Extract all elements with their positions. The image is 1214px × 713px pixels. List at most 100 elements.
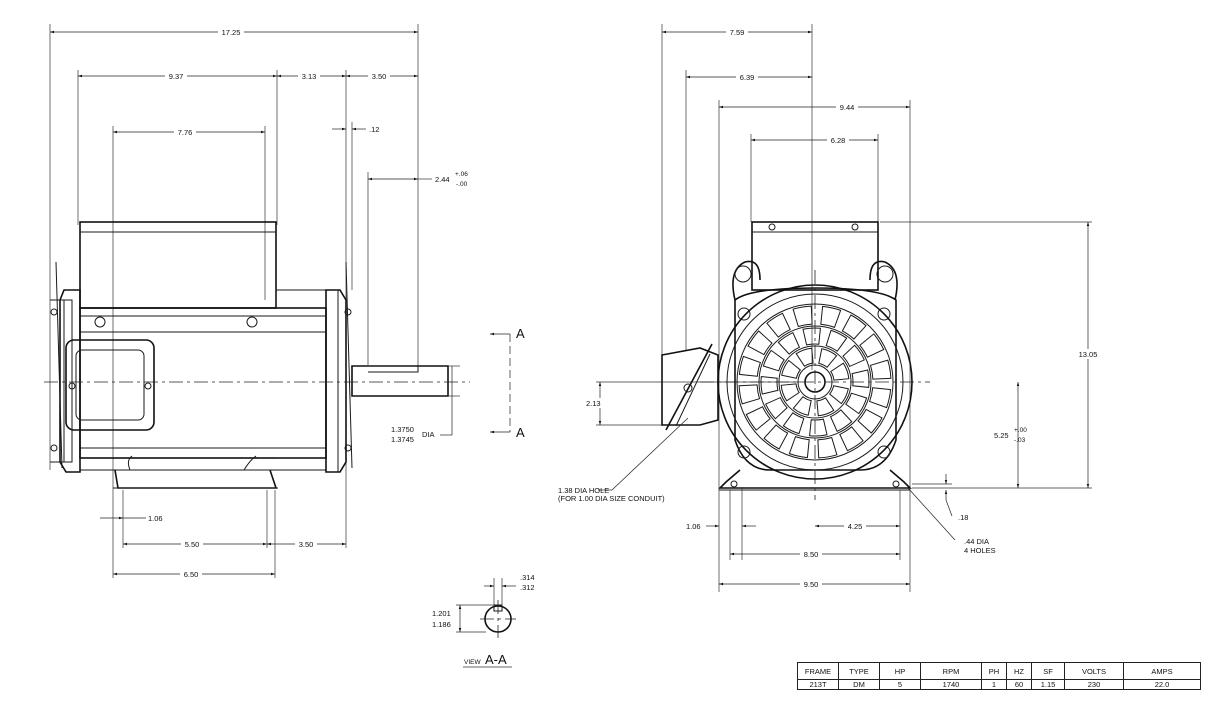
vent-slot	[788, 435, 810, 459]
dim-foot-to-shoulder: 3.50	[299, 540, 314, 549]
view-title-section: A-A	[485, 652, 507, 667]
vent-slot	[780, 383, 800, 402]
side-view: 17.25 9.37 3.13 3.50 7.76 .12 2.44 +.06 …	[44, 24, 525, 579]
spec-header-frame: FRAME	[797, 662, 839, 680]
vent-slot	[828, 385, 849, 405]
vent-slot	[818, 348, 838, 369]
spec-header-amps: AMPS	[1123, 662, 1201, 680]
vent-slot	[745, 406, 771, 431]
vent-slot	[809, 418, 828, 437]
shaft-dia-min: 1.3745	[391, 435, 414, 444]
spec-value-hz: 60	[1006, 679, 1032, 690]
section-marker-top: A	[516, 326, 525, 341]
spec-value-amps: 22.0	[1123, 679, 1201, 690]
vent-slot	[738, 384, 761, 405]
vent-slot	[839, 426, 864, 452]
dim-foot-thickness: .18	[958, 513, 968, 522]
conduit-note-line2: (FOR 1.00 DIA SIZE CONDUIT)	[558, 494, 665, 503]
keyway-tol-plus: +.06	[455, 171, 468, 178]
vent-slot	[816, 397, 835, 417]
vent-slot	[845, 392, 868, 415]
vent-slot	[859, 333, 885, 358]
dim-box-width: 7.76	[178, 128, 193, 137]
spec-table: FRAME TYPE HP RPM PH HZ SF VOLTS AMPS 21…	[797, 662, 1201, 690]
section-marker-bottom: A	[516, 425, 525, 440]
key-width-max: .314	[520, 573, 535, 582]
dim-overall-height: 13.05	[1079, 350, 1098, 359]
vent-slot	[802, 327, 821, 346]
vent-slot	[851, 369, 870, 388]
spec-value-type: DM	[838, 679, 880, 690]
spec-header-rpm: RPM	[920, 662, 982, 680]
dim-keyway-len: 2.44	[435, 175, 450, 184]
vent-slot	[817, 436, 838, 459]
vent-slot	[795, 347, 814, 367]
vent-slot	[868, 387, 892, 409]
spec-value-row: 213T DM 5 1740 1 60 1.15 230 22.0	[797, 679, 1201, 690]
spec-header-sf: SF	[1031, 662, 1065, 680]
dim-body-dia: 9.44	[840, 103, 855, 112]
spec-header-ph: PH	[981, 662, 1007, 680]
spec-value-rpm: 1740	[920, 679, 982, 690]
key-depth-min: 1.186	[432, 620, 451, 629]
spec-header-row: FRAME TYPE HP RPM PH HZ SF VOLTS AMPS	[797, 662, 1201, 680]
dim-flange-gap: .12	[369, 125, 379, 134]
vent-slot	[781, 359, 802, 379]
dim-overall-width: 7.59	[730, 28, 745, 37]
spec-header-hz: HZ	[1006, 662, 1032, 680]
vent-slot	[792, 305, 813, 328]
view-title-prefix: VIEW	[464, 659, 481, 666]
hole-note-line2: 4 HOLES	[964, 546, 996, 555]
vent-slot	[820, 305, 842, 329]
vent-slot	[842, 344, 865, 368]
key-depth-max: 1.201	[432, 609, 451, 618]
spec-value-frame: 213T	[797, 679, 839, 690]
vent-slot	[792, 395, 812, 416]
vent-slot	[825, 329, 848, 352]
dim-half-bolt-span: 4.25	[848, 522, 863, 531]
vent-slot	[777, 332, 801, 355]
vent-slot	[738, 355, 762, 377]
end-view: 7.59 6.39 9.44 6.28 13.05 2.13 5.25 +.00…	[558, 24, 1102, 592]
vent-slot	[782, 412, 805, 435]
dim-shaft-ext: 3.50	[372, 72, 387, 81]
vent-slot	[830, 362, 850, 381]
dim-foot-inset: 1.06	[686, 522, 701, 531]
key-view: .314 .312 1.201 1.186 VIEW A-A	[432, 573, 535, 668]
spec-value-ph: 1	[981, 679, 1007, 690]
vent-slot	[829, 409, 853, 432]
hole-note-line1: .44 DIA	[964, 537, 989, 546]
keyway-tol-minus: -.00	[456, 181, 468, 188]
vent-slot	[765, 396, 788, 420]
conduit-note-line1: 1.38 DIA HOLE	[558, 486, 609, 495]
dim-base-width: 9.50	[804, 580, 819, 589]
dim-box-width-end: 6.28	[831, 136, 846, 145]
spec-value-volts: 230	[1064, 679, 1124, 690]
dim-overall-length: 17.25	[222, 28, 241, 37]
shaft-dia-label: DIA	[422, 430, 435, 439]
vent-slot	[760, 376, 779, 395]
dim-base-length: 6.50	[184, 570, 199, 579]
spec-header-type: TYPE	[838, 662, 880, 680]
dim-center-to-box: 6.39	[740, 73, 755, 82]
dim-frame-to-face: 9.37	[169, 72, 184, 81]
dim-face-to-shoulder: 3.13	[302, 72, 317, 81]
key-width-min: .312	[520, 583, 535, 592]
vent-slot	[762, 349, 785, 372]
vent-slot	[747, 330, 773, 356]
vent-slot	[763, 424, 789, 450]
vent-slot	[841, 314, 867, 340]
spec-header-volts: VOLTS	[1064, 662, 1124, 680]
spec-header-hp: HP	[879, 662, 921, 680]
shaft-dia-max: 1.3750	[391, 425, 414, 434]
vent-slot	[857, 408, 883, 434]
dim-bolt-span: 8.50	[804, 550, 819, 559]
spec-value-sf: 1.15	[1031, 679, 1065, 690]
vent-slot	[869, 359, 892, 380]
shaft-height-tol-plus: +.00	[1014, 427, 1027, 434]
dim-foot-span: 5.50	[185, 540, 200, 549]
dim-conduit-height: 2.13	[586, 399, 601, 408]
shaft-height-tol-minus: -.03	[1014, 437, 1026, 444]
spec-value-hp: 5	[879, 679, 921, 690]
